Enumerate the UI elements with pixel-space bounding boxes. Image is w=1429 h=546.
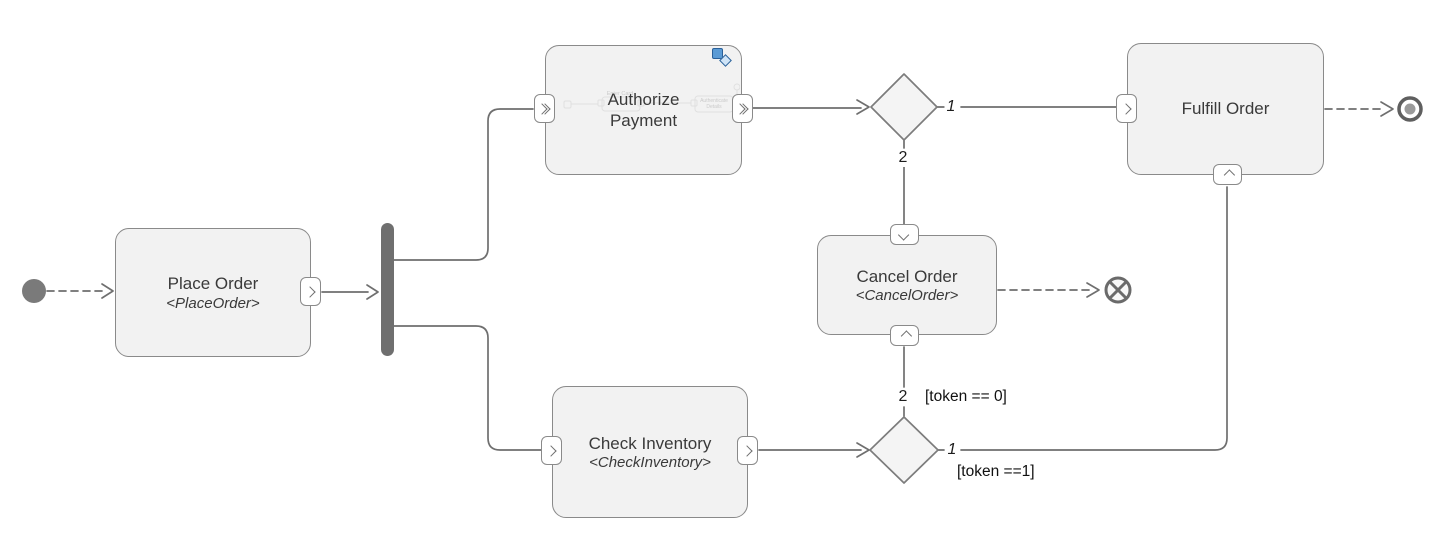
node-stereotype: <CancelOrder> [855,287,959,305]
fork-bar[interactable] [381,223,394,356]
chevron-right-icon [1119,102,1132,115]
node-stereotype: <CheckInventory> [589,454,711,472]
edge-label-decision1-out1: 1 [944,98,958,116]
edge-fulfill-order-to-final[interactable] [1324,101,1394,117]
node-check-inventory[interactable]: Check Inventory <CheckInventory> [552,386,748,518]
node-fulfill-order[interactable]: Fulfill Order [1127,43,1324,175]
port-authorize-payment-in[interactable] [534,94,555,123]
decision2-diamond[interactable] [869,416,939,484]
node-label: Place Order [167,274,259,294]
guard-token-equals-1: [token ==1] [957,463,1035,480]
port-place-order-out[interactable] [300,277,321,306]
port-fulfill-order-in-left[interactable] [1116,94,1137,123]
port-cancel-order-in-bottom[interactable] [890,325,919,346]
subflow-step2-label-line2: Details [706,104,722,110]
edge-check-inventory-to-decision2[interactable] [758,442,870,458]
decision1-diamond[interactable] [870,73,938,141]
node-stereotype: <PlaceOrder> [166,294,260,312]
edge-label-decision2-out1: 1 [945,441,959,459]
edge-fork-to-check-inventory[interactable] [393,325,542,451]
node-label: Fulfill Order [1181,99,1270,119]
edge-authorize-payment-to-decision1[interactable] [752,99,870,115]
edge-cancel-order-to-flow-final[interactable] [997,282,1100,298]
guard-token-equals-0: [token == 0] [925,388,1007,405]
node-cancel-order[interactable]: Cancel Order <CancelOrder> [817,235,997,335]
edge-fork-to-authorize-payment[interactable] [393,108,534,261]
start-node[interactable] [22,279,46,303]
subflow-step2-label-line1: Authenticate [700,98,728,104]
port-authorize-payment-out[interactable] [732,94,753,123]
node-label: Check Inventory [588,433,712,453]
chevron-right-icon [740,444,753,457]
edge-start-to-place-order[interactable] [46,283,114,299]
edge-decision2-to-fulfill-order[interactable] [937,186,1228,451]
port-cancel-order-in-top[interactable] [890,224,919,245]
chevron-right-icon [544,444,557,457]
chevron-up-icon [900,329,912,342]
chevron-down-icon [897,228,909,241]
node-label: Authorize Payment [607,89,680,130]
edge-label-decision1-out2: 2 [896,149,910,167]
chevron-right-icon [303,285,316,298]
node-label: Cancel Order [856,266,958,286]
edge-label-decision2-out2: 2 [896,388,910,406]
activity-final-node[interactable] [1397,96,1423,122]
subflow-step1-label: Enter Card [607,91,634,97]
port-fulfill-order-in-bottom[interactable] [1213,164,1242,185]
subprocess-square-glyph [712,48,723,59]
chevron-up-icon [1223,168,1235,181]
node-place-order[interactable]: Place Order <PlaceOrder> [115,228,311,357]
port-check-inventory-out[interactable] [737,436,758,465]
port-check-inventory-in[interactable] [541,436,562,465]
linked-subprocess-icon[interactable] [711,47,733,69]
edge-place-order-to-fork[interactable] [321,284,379,300]
subflow-preview: Enter Card Authenticate Details [563,83,740,113]
node-authorize-payment[interactable]: Enter Card Authenticate Details Authoriz… [545,45,742,175]
flow-final-node[interactable] [1104,276,1132,304]
